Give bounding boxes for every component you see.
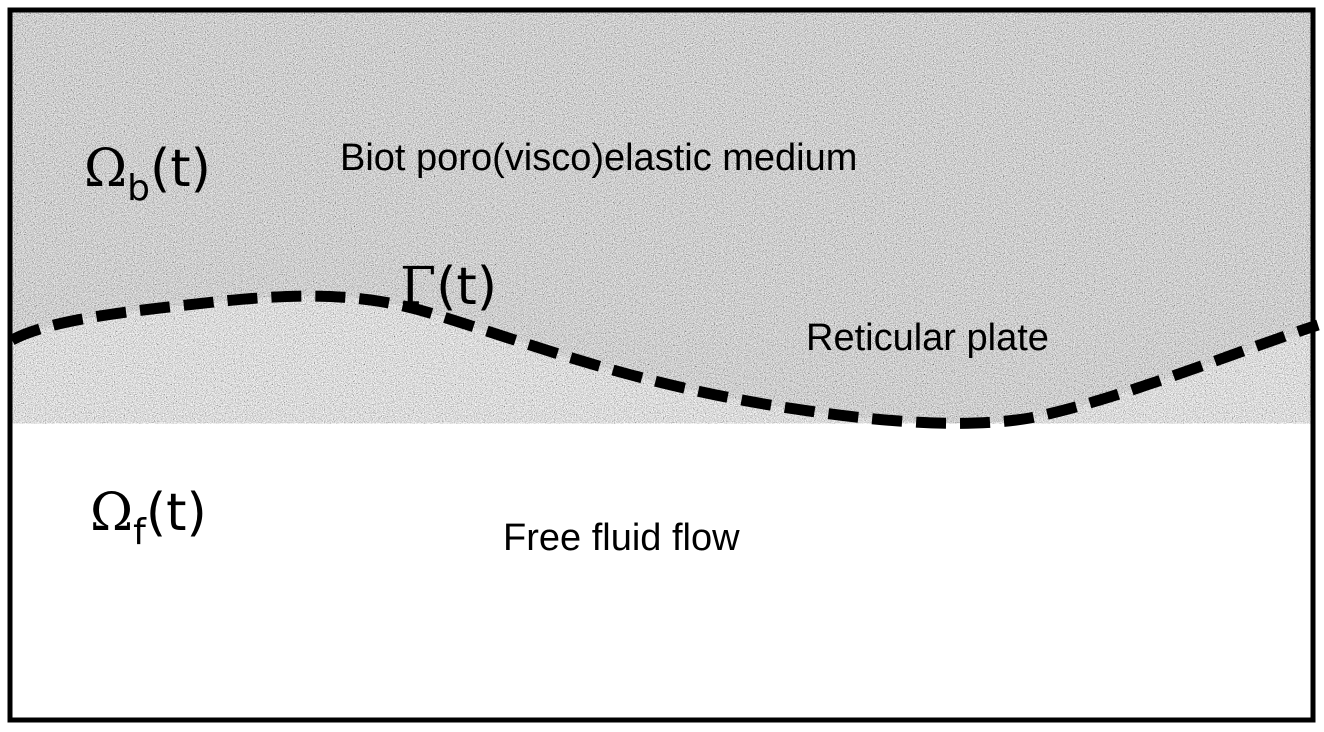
biot-medium-label: Biot poro(visco)elastic medium — [340, 137, 857, 179]
reticular-plate-label: Reticular plate — [806, 317, 1049, 359]
domain-frame — [7, 7, 1316, 723]
free-fluid-label: Free fluid flow — [503, 517, 740, 559]
interface-curve — [9, 290, 1320, 429]
fluid-domain-label: Ωf(t) — [90, 483, 207, 553]
porous-region — [10, 10, 1313, 424]
biot-domain-label: Ωb(t) — [84, 139, 211, 209]
interface-label: Γ(t) — [400, 257, 497, 317]
